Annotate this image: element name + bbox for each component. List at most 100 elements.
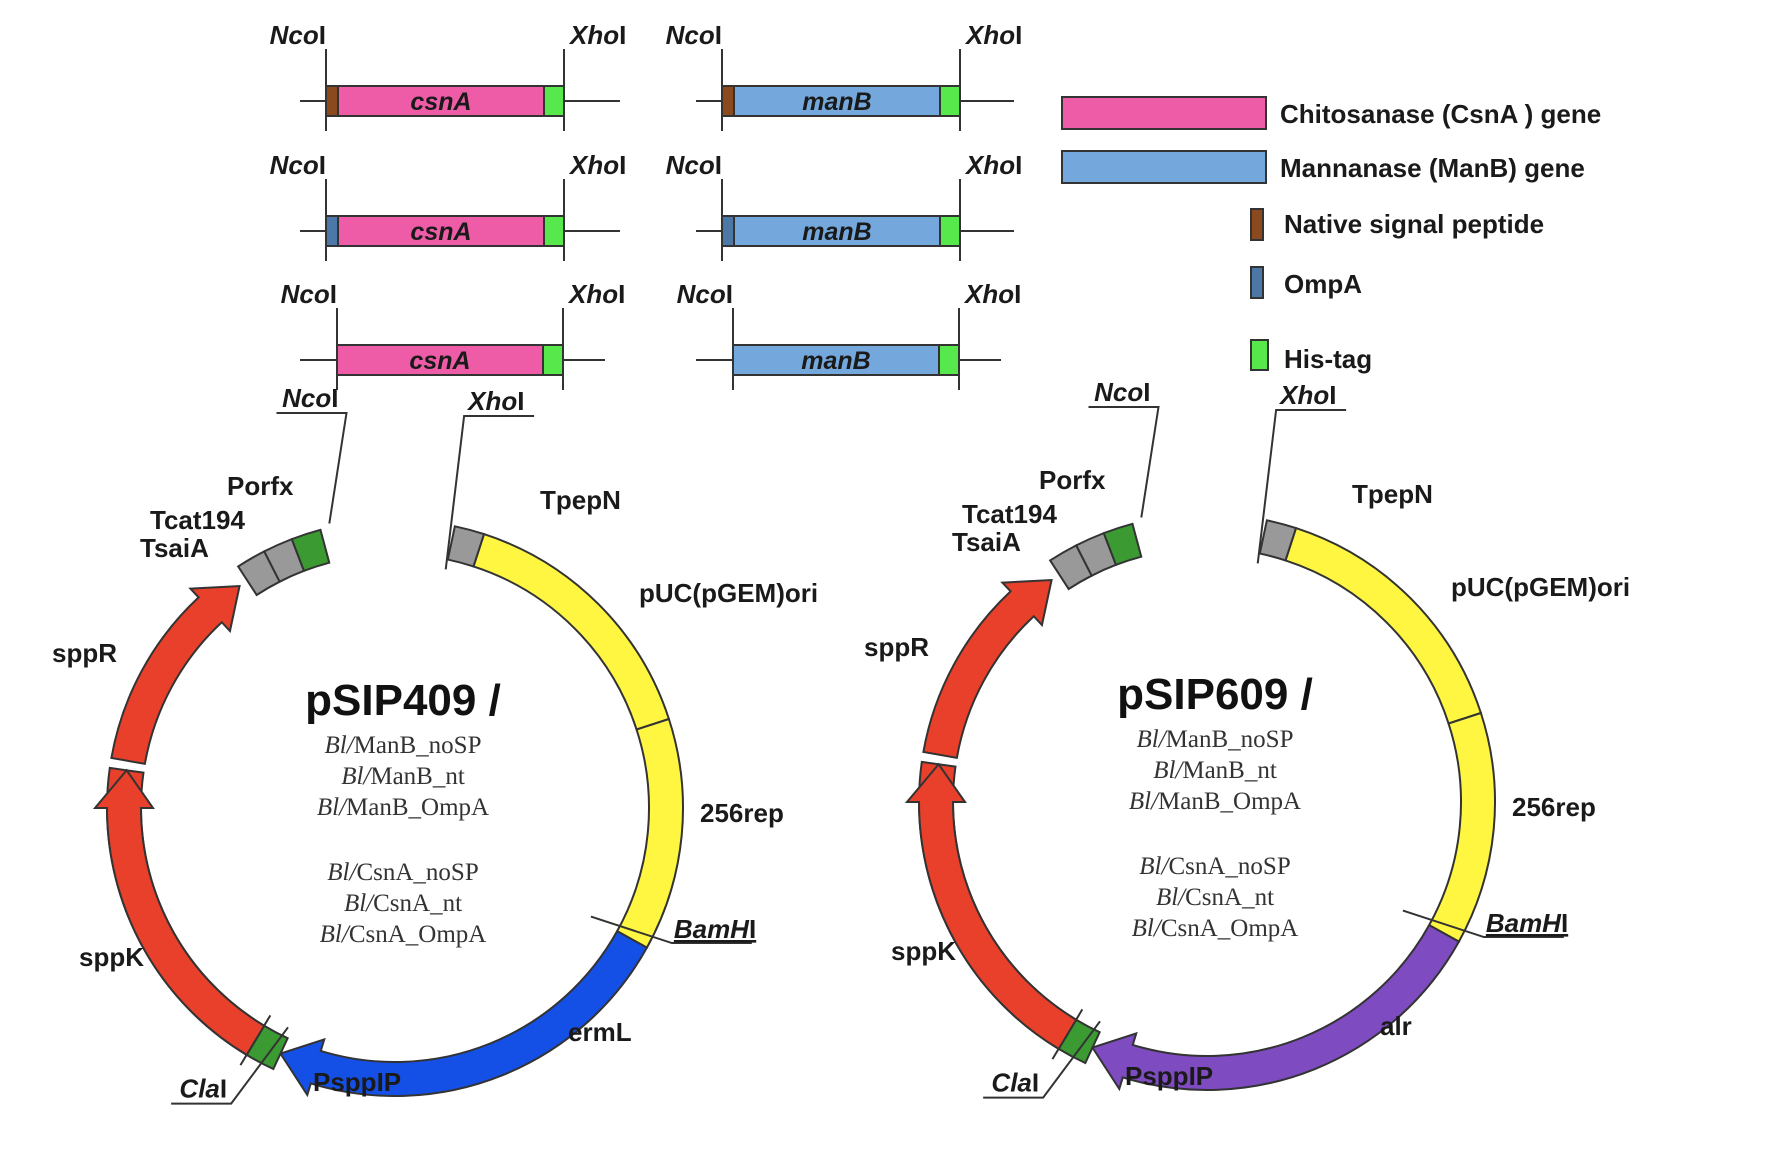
manB-gene-block xyxy=(733,85,941,117)
ompa-signal-peptide xyxy=(325,215,339,247)
legend-csna-label: Chitosanase (CsnA ) gene xyxy=(1280,99,1601,129)
plasmid-name: pSIP409 / xyxy=(305,676,501,725)
porfx-segment xyxy=(1102,522,1143,567)
construct-name-4: Bl/CsnA_noSP xyxy=(1139,853,1290,880)
construct-csnA-row-2: csnA NcoI XhoI xyxy=(270,150,626,261)
tpepn-segment xyxy=(1258,519,1298,562)
construct-manB-row-1: manB NcoI XhoI xyxy=(666,20,1022,131)
ori-segment xyxy=(1284,526,1483,725)
his-tag xyxy=(939,215,961,247)
rep256-label: 256rep xyxy=(700,798,784,828)
sppr-label: sppR xyxy=(864,632,929,662)
legend-native-sp-label: Native signal peptide xyxy=(1284,209,1544,239)
construct-name-3: Bl/ManB_OmpA xyxy=(1129,788,1301,815)
xhoi-label: XhoI xyxy=(964,20,1022,50)
gene-label: csnA xyxy=(409,347,470,375)
tpepn-segment xyxy=(446,525,486,568)
sppk-label: sppK xyxy=(891,936,956,966)
manB-gene-block xyxy=(732,344,940,376)
ncoi-label: NcoI xyxy=(281,279,337,309)
ompa-signal-peptide xyxy=(721,215,735,247)
xhoi-label: XhoI xyxy=(568,150,626,180)
xhoi-site-label: XhoI xyxy=(1278,380,1336,410)
construct-name-5: Bl/CsnA_nt xyxy=(1156,884,1274,911)
legend-his-tag-swatch xyxy=(1250,339,1269,371)
ncoi-leader xyxy=(1088,405,1160,518)
sppr-arrow xyxy=(110,584,241,766)
manB-gene-block xyxy=(733,215,941,247)
construct-name-4: Bl/CsnA_noSP xyxy=(327,859,478,886)
native-signal-peptide xyxy=(721,85,735,117)
ori-label: pUC(pGEM)ori xyxy=(1451,572,1630,602)
his-tag xyxy=(938,344,960,376)
xhoi-site-label: XhoI xyxy=(466,386,524,416)
his-tag xyxy=(939,85,961,117)
legend-his-tag-label: His-tag xyxy=(1284,344,1372,374)
construct-name-5: Bl/CsnA_nt xyxy=(344,890,462,917)
gene-label: manB xyxy=(802,218,871,246)
sppk-arrow xyxy=(92,768,266,1057)
selection-marker-label: ermL xyxy=(568,1017,632,1047)
tcat194-label: Tcat194 xyxy=(150,505,245,535)
clai-leader xyxy=(171,1026,289,1105)
construct-name-3: Bl/ManB_OmpA xyxy=(317,794,489,821)
legend: Chitosanase (CsnA ) gene Mannanase (ManB… xyxy=(1061,96,1601,374)
construct-name-6: Bl/CsnA_OmpA xyxy=(1132,915,1299,942)
bamhi-leader xyxy=(590,915,752,945)
clai-site-label: ClaI xyxy=(179,1074,227,1104)
clai-site-label: ClaI xyxy=(991,1068,1039,1098)
construct-manB-row-2: manB NcoI XhoI xyxy=(666,150,1022,261)
psppip-label: PsppIP xyxy=(313,1067,401,1097)
legend-ompa-label: OmpA xyxy=(1284,269,1362,299)
bamhi-leader xyxy=(1402,909,1564,939)
bamhi-site-label: BamHI xyxy=(674,914,756,944)
construct-name-1: Bl/ManB_noSP xyxy=(325,732,482,759)
legend-native-sp-swatch xyxy=(1250,208,1264,241)
legend-csna-swatch xyxy=(1061,96,1267,130)
xhoi-label: XhoI xyxy=(568,20,626,50)
ori-segment xyxy=(472,532,671,731)
legend-manb-swatch xyxy=(1061,150,1267,184)
ncoi-label: NcoI xyxy=(666,20,722,50)
ncoi-label: NcoI xyxy=(270,20,326,50)
his-tag xyxy=(542,344,564,376)
xhoi-leader xyxy=(444,415,535,570)
xhoi-leader xyxy=(1256,409,1347,564)
legend-manb-label: Mannanase (ManB) gene xyxy=(1280,153,1585,183)
tsaia-label: TsaiA xyxy=(140,533,209,563)
ncoi-site-label: NcoI xyxy=(1094,377,1150,407)
xhoi-label: XhoI xyxy=(963,279,1021,309)
ncoi-label: NcoI xyxy=(666,150,722,180)
ncoi-site-label: NcoI xyxy=(282,383,338,413)
ncoi-leader xyxy=(276,411,348,524)
ncoi-label: NcoI xyxy=(270,150,326,180)
clai-leader xyxy=(983,1020,1101,1099)
gene-label: csnA xyxy=(410,218,471,246)
sppr-arrow xyxy=(922,578,1053,760)
porfx-label: Porfx xyxy=(227,471,294,501)
gene-label: manB xyxy=(801,347,870,375)
selection-marker-label: alr xyxy=(1380,1011,1412,1041)
gene-label: manB xyxy=(802,88,871,116)
his-tag xyxy=(543,215,565,247)
sppk-label: sppK xyxy=(79,942,144,972)
tsaia-label: TsaiA xyxy=(952,527,1021,557)
xhoi-label: XhoI xyxy=(964,150,1022,180)
legend-ompa-swatch xyxy=(1250,266,1264,299)
csnA-gene-block xyxy=(336,344,544,376)
bamhi-site-label: BamHI xyxy=(1486,908,1568,938)
construct-name-6: Bl/CsnA_OmpA xyxy=(320,921,487,948)
ori-label: pUC(pGEM)ori xyxy=(639,578,818,608)
rep256-label: 256rep xyxy=(1512,792,1596,822)
porfx-label: Porfx xyxy=(1039,465,1106,495)
psppip-label: PsppIP xyxy=(1125,1061,1213,1091)
tpepn-label: TpepN xyxy=(540,485,621,515)
tcat194-label: Tcat194 xyxy=(962,499,1057,529)
plasmid-name: pSIP609 / xyxy=(1117,670,1313,719)
